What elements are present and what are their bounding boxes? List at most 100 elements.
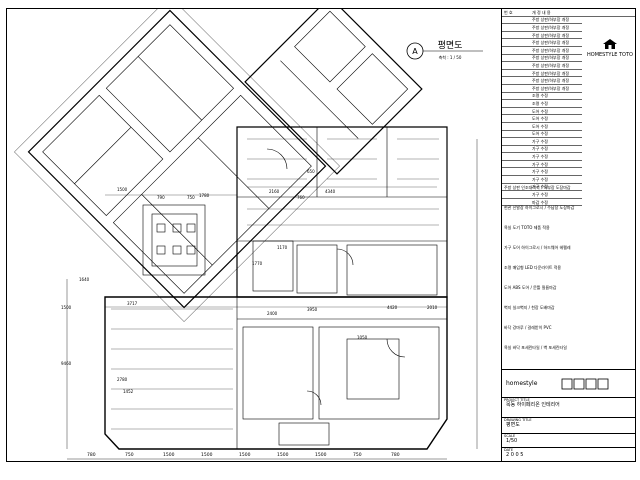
- revision-text: 가구 수정: [532, 146, 548, 152]
- date-value: 2 0 0 5: [506, 452, 524, 458]
- dimension-label: 1780: [199, 193, 210, 198]
- revision-text: 주방 상판/하부장 개정: [532, 85, 570, 91]
- revision-row: 가구 수정: [502, 161, 582, 169]
- dimension-label: 1050: [357, 335, 368, 340]
- dimension-label: 1500: [61, 305, 72, 310]
- revision-text: 주방 상판/하부장 개정: [532, 24, 570, 30]
- revision-text: 가구 수정: [532, 169, 548, 175]
- dimension-label: 2400: [267, 311, 278, 316]
- revision-row: 주방 상판/하부장 개정: [502, 39, 582, 47]
- dimension-text: 750: [353, 452, 362, 458]
- brand-block: HOMESTYLE TOTO: [586, 39, 634, 58]
- spec-note: 욕실 도기 TOTO 제품 적용: [504, 225, 550, 230]
- revision-text: 주방 상판/하부장 개정: [532, 17, 570, 23]
- revision-row: 주방 상판/하부장 개정: [502, 85, 582, 93]
- revision-row: 주방 상판/하부장 개정: [502, 24, 582, 32]
- revision-text: 주방 상판/하부장 개정: [532, 32, 570, 38]
- revision-row: 도어 수정: [502, 115, 582, 123]
- spec-note: 조명 매입형 LED 다운라이트 적용: [504, 265, 562, 270]
- drawing-title-tb: 평면도: [506, 422, 520, 428]
- revision-row: 조명 수정: [502, 100, 582, 108]
- dimension-label: 1640: [79, 277, 90, 282]
- revision-text: 주방 상판/하부장 개정: [532, 47, 570, 53]
- revision-row: 주방 상판/하부장 개정: [502, 32, 582, 40]
- dimension-label: 4340: [325, 189, 336, 194]
- spec-note: 가구 도어 하이그로시 / 하드웨어 헤펠레: [504, 245, 571, 250]
- revision-row: 가구 수정: [502, 168, 582, 177]
- dimension-label: 750: [187, 195, 195, 200]
- spec-note: 현관 신발장 하이그로시 / 수납장 도장마감: [504, 205, 575, 210]
- revision-row: 주방 상판/하부장 개정: [502, 77, 582, 85]
- spec-note: 바닥 강마루 / 걸레받이 PVC: [504, 325, 552, 330]
- revision-row: 도어 수정: [502, 131, 582, 139]
- revision-row: 주방 상판/하부장 개정: [502, 55, 582, 63]
- dimension-label: 2010: [427, 305, 438, 310]
- project-field: PROJECT TITLE 목동 하이페리온 인테리어: [502, 397, 635, 418]
- brand-name: HOMESTYLE TOTO: [587, 52, 633, 58]
- revision-text: 가구 수정: [532, 192, 548, 198]
- revision-row: 가구 수정: [502, 146, 582, 154]
- header-desc: 개 정 내 용: [532, 9, 551, 15]
- revision-row: 주방 상판/하부장 개정: [502, 62, 582, 70]
- date-field: DATE 2 0 0 5: [502, 447, 635, 461]
- revision-row: 도어 수정: [502, 108, 582, 116]
- revision-text: 가구 수정: [532, 138, 548, 144]
- dimension-label: 760: [297, 195, 305, 200]
- scale-value: 1/50: [506, 438, 518, 444]
- house-icon: [603, 39, 617, 49]
- dimension-text: 1500: [239, 452, 251, 458]
- dimension-label: 1170: [277, 245, 288, 250]
- revision-text: 마감 수정: [532, 199, 548, 205]
- drawing-label: DRAWING TITLE: [504, 418, 532, 422]
- dimension-label: 1770: [252, 261, 263, 266]
- dimension-label: 790: [157, 195, 165, 200]
- scale-field: SCALE 1/50: [502, 433, 635, 448]
- revision-text: 도어 수정: [532, 108, 548, 114]
- dimension-text: 1500: [201, 452, 213, 458]
- dimension-label: 3717: [127, 301, 138, 306]
- logo-text: homestyle: [506, 380, 538, 387]
- project-label: PROJECT TITLE: [504, 398, 530, 402]
- dimension-label: 1500: [117, 187, 128, 192]
- revision-text: 주방 상판/하부장 개정: [532, 62, 570, 68]
- drawing-title: 평면도: [438, 40, 463, 51]
- dimension-text: 750: [125, 452, 134, 458]
- dimension-label: 650: [307, 169, 315, 174]
- revision-row: 가구 수정: [502, 176, 582, 184]
- spec-note: 벽지 실크벽지 / 천장 도배마감: [504, 305, 555, 310]
- dimension-label: 9460: [61, 361, 72, 366]
- revision-row: 주방 상판/하부장 개정: [502, 17, 582, 25]
- dimension-label: 3950: [307, 307, 318, 312]
- drawing-tag: A: [412, 47, 418, 56]
- spec-note: 욕실 바닥 포세린타일 / 벽 포세린타일: [504, 345, 567, 350]
- dimension-text: 780: [391, 452, 400, 458]
- dimension-label: 1452: [123, 389, 134, 394]
- revision-row: 가구 수정: [502, 153, 582, 161]
- spec-note: 주방 상판 인조대리석 / 하부장 도장마감: [504, 185, 571, 190]
- dimension-text: 1500: [277, 452, 289, 458]
- revision-text: 가구 수정: [532, 176, 548, 182]
- revision-text: 도어 수정: [532, 123, 548, 129]
- revision-header: 번 호 개 정 내 용: [502, 9, 635, 17]
- revision-text: 가구 수정: [532, 161, 548, 167]
- drawing-title-block: A 평면도 축척 : 1 / 50: [405, 39, 485, 77]
- revision-row: 주방 상판/하부장 개정: [502, 47, 582, 55]
- logo-mark-icon: [561, 378, 609, 390]
- revision-text: 조명 수정: [532, 93, 548, 99]
- revision-row: 마감 수정: [502, 199, 582, 207]
- revision-row: 조명 수정: [502, 93, 582, 101]
- dimension-text: 1500: [315, 452, 327, 458]
- dimension-label: 4420: [387, 305, 398, 310]
- revision-text: 주방 상판/하부장 개정: [532, 55, 570, 61]
- revision-row: 가구 수정: [502, 191, 582, 199]
- revision-text: 주방 상판/하부장 개정: [532, 78, 570, 84]
- revision-row: 가구 수정: [502, 138, 582, 146]
- revision-text: 도어 수정: [532, 131, 548, 137]
- dimension-label: 2780: [117, 377, 128, 382]
- revision-row: 주방 상판/하부장 개정: [502, 70, 582, 78]
